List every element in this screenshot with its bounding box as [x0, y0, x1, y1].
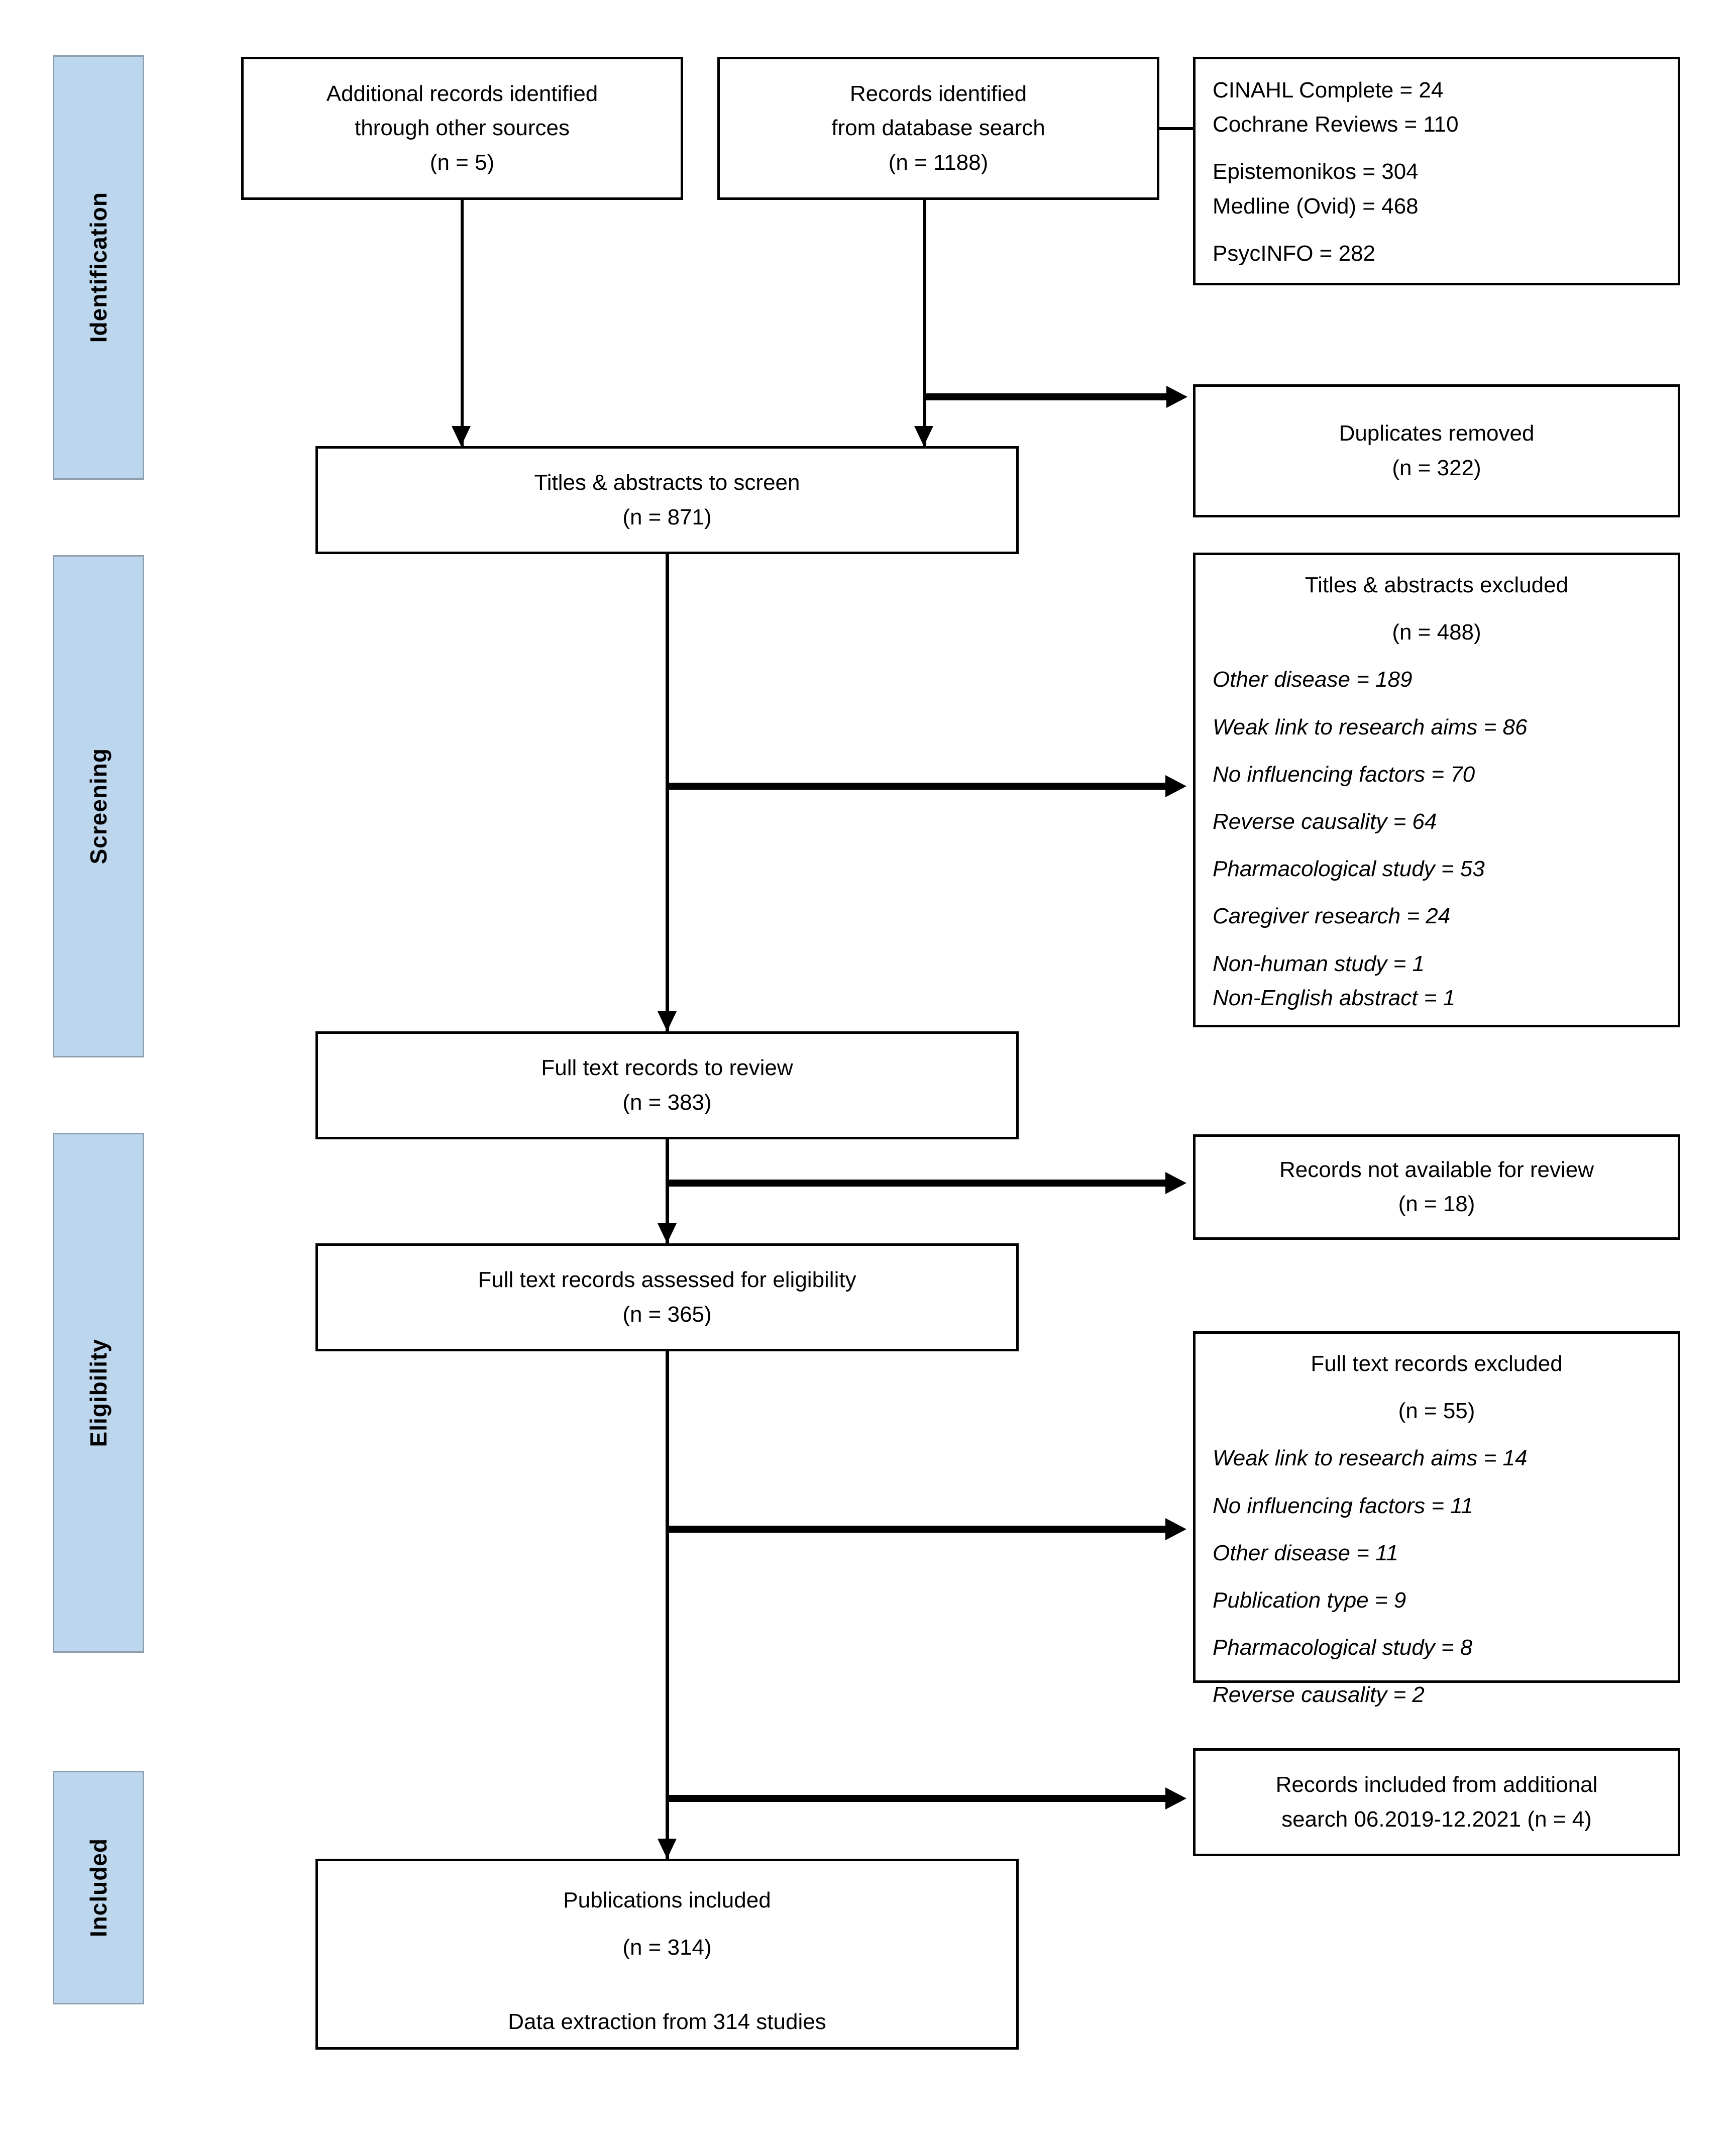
- database-item-cinahl: CINAHL Complete = 24: [1213, 78, 1444, 102]
- fulltext-excluded-heading: Full text records excluded: [1311, 1351, 1563, 1376]
- titles-excluded-reason-reverse-causality: Reverse causality = 64: [1213, 809, 1437, 834]
- stage-bar-screening: Screening: [53, 555, 144, 1057]
- box-titles-excluded: Titles & abstracts excluded (n = 488) Ot…: [1193, 553, 1680, 1027]
- stage-bar-included: Included: [53, 1771, 144, 2004]
- connector-to-duplicates: [923, 393, 1169, 400]
- arrow-to-records-not-available: [1165, 1172, 1186, 1194]
- duplicates-removed-label: Duplicates removed: [1339, 421, 1535, 446]
- additional-search-line2: search 06.2019-12.2021 (n = 4): [1281, 1806, 1592, 1832]
- box-fulltext-excluded: Full text records excluded (n = 55) Weak…: [1193, 1331, 1680, 1707]
- connector-review-to-assessed: [666, 1139, 669, 1245]
- arrow-additional-to-screen: [452, 426, 471, 446]
- fulltext-to-review-count: (n = 383): [622, 1090, 712, 1115]
- stage-label-included: Included: [85, 1838, 112, 1938]
- database-records-line2: from database search: [831, 116, 1045, 141]
- fulltext-excluded-reason-weak-link: Weak link to research aims = 14: [1213, 1446, 1528, 1471]
- connector-additional-to-screen: [461, 200, 464, 446]
- stage-label-identification: Identification: [85, 192, 112, 343]
- titles-to-screen-label: Titles & abstracts to screen: [534, 470, 800, 495]
- box-records-not-available: Records not available for review (n = 18…: [1193, 1134, 1680, 1240]
- connector-assessed-to-included: [666, 1351, 669, 1859]
- fulltext-assessed-count: (n = 365): [622, 1302, 712, 1327]
- box-database-breakdown: CINAHL Complete = 24 Cochrane Reviews = …: [1193, 57, 1680, 285]
- fulltext-excluded-reason-publication-type: Publication type = 9: [1213, 1587, 1406, 1613]
- publications-data-extraction: Data extraction from 314 studies: [508, 2009, 826, 2035]
- publications-included-count: (n = 314): [622, 1935, 712, 1960]
- connector-db-to-breakdown: [1158, 127, 1195, 130]
- stage-bar-eligibility: Eligibility: [53, 1133, 144, 1653]
- connector-to-records-not-available: [666, 1180, 1168, 1187]
- titles-excluded-reason-non-human: Non-human study = 1: [1213, 951, 1425, 976]
- box-publications-included: Publications included (n = 314) Data ext…: [315, 1859, 1019, 2050]
- additional-records-line1: Additional records identified: [326, 81, 598, 106]
- box-fulltext-to-review: Full text records to review (n = 383): [315, 1031, 1019, 1139]
- database-item-medline: Medline (Ovid) = 468: [1213, 193, 1419, 219]
- duplicates-removed-count: (n = 322): [1392, 455, 1481, 480]
- fulltext-to-review-label: Full text records to review: [541, 1055, 793, 1081]
- box-fulltext-assessed: Full text records assessed for eligibili…: [315, 1243, 1019, 1351]
- arrow-review-to-assessed: [658, 1223, 677, 1243]
- box-database-records: Records identified from database search …: [717, 57, 1159, 200]
- additional-records-line2: through other sources: [354, 116, 570, 141]
- database-item-epistemonikos: Epistemonikos = 304: [1213, 159, 1419, 184]
- box-duplicates-removed: Duplicates removed (n = 322): [1193, 384, 1680, 517]
- database-records-line1: Records identified: [849, 81, 1027, 106]
- arrow-to-duplicates: [1166, 386, 1187, 408]
- fulltext-excluded-count: (n = 55): [1398, 1399, 1475, 1424]
- database-records-count: (n = 1188): [888, 150, 989, 175]
- arrow-assessed-to-included: [658, 1839, 677, 1859]
- arrow-screen-to-fulltext: [658, 1011, 677, 1031]
- connector-screen-to-fulltext: [666, 554, 669, 1031]
- titles-excluded-reason-other-disease: Other disease = 189: [1213, 667, 1413, 692]
- arrow-to-titles-excluded: [1165, 775, 1186, 797]
- connector-to-titles-excluded: [666, 783, 1168, 790]
- fulltext-excluded-reason-pharmacological: Pharmacological study = 8: [1213, 1635, 1473, 1660]
- fulltext-excluded-reason-other-disease: Other disease = 11: [1213, 1540, 1398, 1565]
- database-item-psycinfo: PsycINFO = 282: [1213, 241, 1376, 266]
- records-not-available-label: Records not available for review: [1279, 1157, 1594, 1182]
- arrow-to-additional-search: [1165, 1787, 1186, 1809]
- arrow-database-to-screen: [914, 426, 933, 446]
- database-item-cochrane: Cochrane Reviews = 110: [1213, 112, 1459, 137]
- titles-excluded-count: (n = 488): [1392, 620, 1481, 645]
- stage-label-eligibility: Eligibility: [85, 1338, 112, 1447]
- additional-search-line1: Records included from additional: [1275, 1772, 1598, 1797]
- box-titles-to-screen: Titles & abstracts to screen (n = 871): [315, 446, 1019, 554]
- publications-included-label: Publications included: [563, 1888, 771, 1912]
- stage-label-screening: Screening: [85, 748, 112, 865]
- titles-excluded-reason-caregiver: Caregiver research = 24: [1213, 904, 1451, 929]
- titles-to-screen-count: (n = 871): [622, 504, 712, 529]
- titles-excluded-reason-no-influencing-factors: No influencing factors = 70: [1213, 762, 1475, 787]
- stage-bar-identification: Identification: [53, 55, 144, 480]
- box-additional-records: Additional records identified through ot…: [241, 57, 683, 200]
- additional-records-count: (n = 5): [429, 150, 495, 175]
- connector-to-fulltext-excluded: [666, 1526, 1168, 1533]
- titles-excluded-reason-pharmacological: Pharmacological study = 53: [1213, 857, 1485, 882]
- titles-excluded-heading: Titles & abstracts excluded: [1305, 573, 1569, 597]
- fulltext-excluded-reason-reverse-causality: Reverse causality = 2: [1213, 1682, 1425, 1708]
- fulltext-assessed-label: Full text records assessed for eligibili…: [478, 1267, 856, 1293]
- records-not-available-count: (n = 18): [1398, 1192, 1475, 1216]
- arrow-to-fulltext-excluded: [1165, 1518, 1186, 1540]
- titles-excluded-reason-non-english: Non-English abstract = 1: [1213, 985, 1456, 1010]
- connector-database-to-screen: [923, 200, 926, 446]
- fulltext-excluded-reason-no-influencing-factors: No influencing factors = 11: [1213, 1493, 1473, 1518]
- connector-to-additional-search: [666, 1795, 1168, 1802]
- titles-excluded-reason-weak-link: Weak link to research aims = 86: [1213, 714, 1528, 739]
- box-additional-search-included: Records included from additional search …: [1193, 1748, 1680, 1856]
